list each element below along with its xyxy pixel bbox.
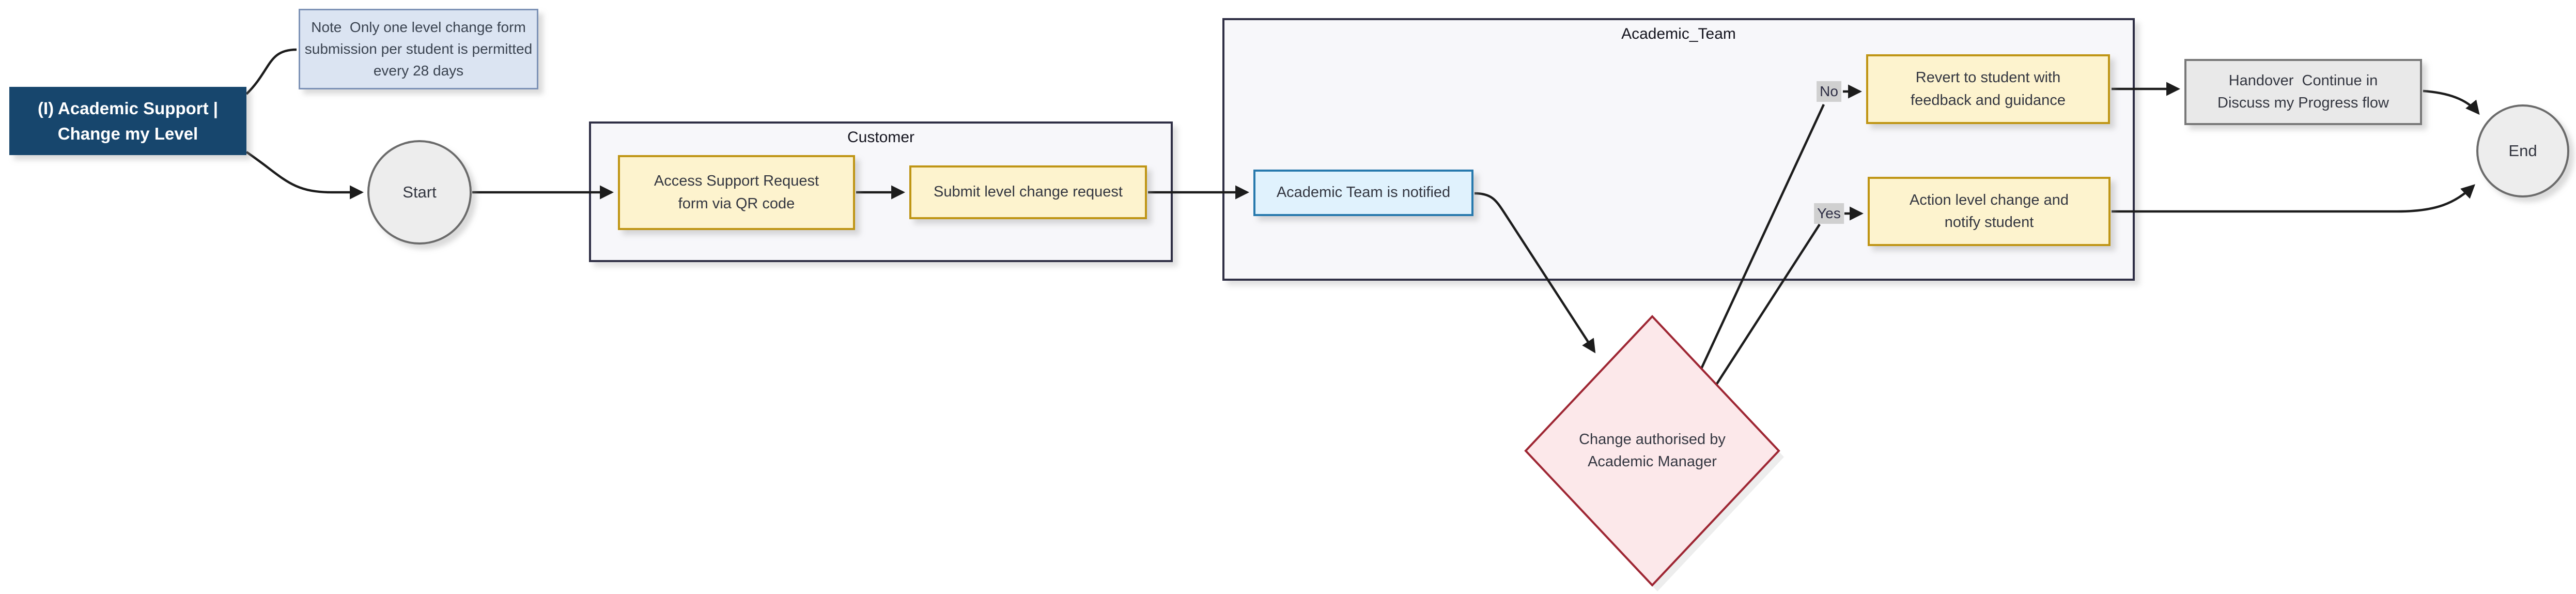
- entry-node-label: (I) Academic Support | Change my Level: [37, 98, 219, 144]
- edge-action-to-end: [2112, 184, 2475, 213]
- note-node: Note Only one level change form submissi…: [299, 9, 538, 89]
- task-action-level-change-label: Action level change and notify student: [1910, 191, 2069, 231]
- task-revert-to-student-label: Revert to student with feedback and guid…: [1911, 69, 2066, 109]
- end-terminal-label: End: [2508, 141, 2537, 160]
- start-terminal: Start: [367, 140, 472, 245]
- event-academic-team-notified: Academic Team is notified: [1253, 170, 1473, 216]
- edge-decision-to-yes-label: [1715, 223, 1821, 386]
- handover-node-label: Handover Continue in Discuss my Progress…: [2217, 72, 2389, 112]
- task-action-level-change: Action level change and notify student: [1868, 177, 2111, 246]
- task-submit-level-change-label: Submit level change request: [934, 184, 1123, 201]
- lane-academic-team-title: Academic_Team: [1621, 25, 1736, 42]
- note-node-label: Note Only one level change form submissi…: [304, 19, 533, 79]
- edge-notified-to-decision: [1474, 192, 1596, 354]
- edge-label-yes-text: Yes: [1817, 205, 1841, 221]
- end-terminal: End: [2476, 104, 2569, 197]
- task-access-support-form: Access Support Request form via QR code: [618, 155, 855, 230]
- edge-label-yes: Yes: [1814, 203, 1844, 224]
- entry-node: (I) Academic Support | Change my Level: [9, 87, 246, 155]
- start-terminal-label: Start: [402, 182, 437, 201]
- edge-entry-to-start: [245, 151, 364, 200]
- task-revert-to-student: Revert to student with feedback and guid…: [1866, 54, 2110, 124]
- edge-label-no-text: No: [1820, 83, 1838, 99]
- decision-diamond: [1524, 315, 1780, 587]
- handover-node: Handover Continue in Discuss my Progress…: [2184, 59, 2422, 125]
- edge-decision-to-no-label: [1700, 104, 1825, 369]
- lane-customer-title: Customer: [847, 129, 915, 146]
- edge-entry-to-note: [245, 48, 297, 95]
- event-academic-team-notified-label: Academic Team is notified: [1276, 184, 1451, 201]
- decision-node-text: Change authorised by Academic Manager: [1526, 316, 1779, 585]
- edge-handover-to-end: [2423, 89, 2480, 115]
- task-submit-level-change: Submit level change request: [909, 165, 1147, 219]
- edge-label-no: No: [1817, 81, 1841, 102]
- task-access-support-form-label: Access Support Request form via QR code: [654, 173, 819, 212]
- decision-node-label: Change authorised by Academic Manager: [1579, 431, 1726, 470]
